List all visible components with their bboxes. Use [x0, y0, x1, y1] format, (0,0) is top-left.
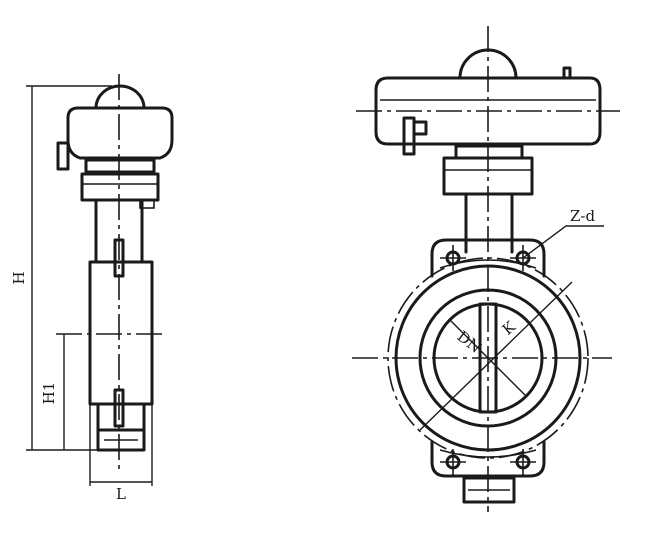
bolt-circle-k [387, 257, 589, 459]
label-h: H [10, 271, 28, 284]
dimension-line-k [419, 281, 573, 431]
side-handle-stub [56, 141, 70, 171]
side-bracket-flange [80, 172, 160, 202]
side-gearbox-base [84, 158, 156, 174]
front-lever [402, 116, 416, 156]
side-gearbox-housing [66, 106, 174, 160]
front-vent-nub [562, 66, 572, 80]
side-indicator-dome [94, 84, 146, 110]
side-bottom-cap [96, 428, 146, 452]
dimension-line-dn [449, 319, 527, 397]
front-view: DN K Z-d [352, 26, 620, 512]
label-h1: H1 [40, 382, 58, 405]
side-valve-body [88, 260, 154, 406]
front-gearbox-neck [454, 144, 524, 160]
front-gearbox-housing [374, 76, 602, 146]
leader-z-d [522, 225, 604, 259]
side-view: H H1 L [10, 74, 174, 503]
side-bracket-clip [139, 199, 155, 209]
label-z-d: Z-d [570, 207, 595, 225]
front-bottom-stub [462, 476, 516, 504]
label-l: L [116, 485, 126, 503]
